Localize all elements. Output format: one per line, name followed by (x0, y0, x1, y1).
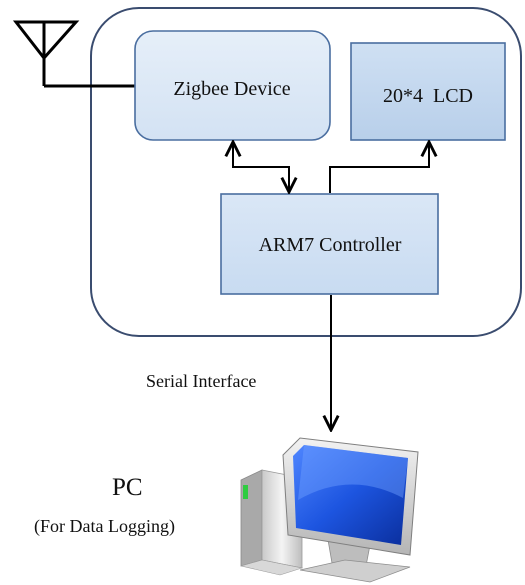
arm-lcd-connector (329, 142, 429, 193)
pc-subtitle: (For Data Logging) (34, 516, 175, 536)
zigbee-device-block: Zigbee Device (134, 30, 331, 141)
arm7-controller-block: ARM7 Controller (220, 193, 439, 295)
antenna-icon (12, 20, 135, 88)
zigbee-device-label: Zigbee Device (173, 78, 290, 100)
arm7-controller-label: ARM7 Controller (259, 234, 402, 256)
zigbee-arm-connector (233, 142, 289, 192)
desktop-computer-icon (240, 437, 419, 583)
lcd-label: 20*4 LCD (383, 85, 473, 107)
lcd-block: 20*4 LCD (350, 42, 506, 141)
serial-interface-label: Serial Interface (146, 371, 257, 391)
pc-title: PC (112, 474, 143, 501)
